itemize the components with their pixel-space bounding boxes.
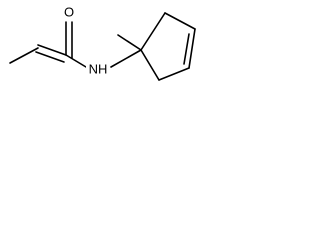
ring-bond-top [140,12,166,51]
structure-diagram: O NH [9,4,196,81]
ring-bond-upper-right [164,12,196,30]
methyl-bond [117,34,142,51]
vinyl-double-bond-inner [37,44,67,56]
n-to-ring-carbon-bond [110,49,142,68]
vinyl-terminal-single-bond [9,47,39,64]
ring-double-bond-inner [183,33,190,65]
ring-bond-bottom-right [158,67,190,81]
amide-c-n-bond [65,54,87,68]
nitrogen-label-background [86,61,110,77]
ring-bond-bottom-left [140,49,160,81]
ring-double-bond-outer [188,28,196,69]
oxygen-atom-label: O [64,5,74,20]
vinyl-double-bond-outer [35,51,65,63]
oxygen-label-background [62,4,76,20]
nh-atom-label: NH [89,62,108,77]
